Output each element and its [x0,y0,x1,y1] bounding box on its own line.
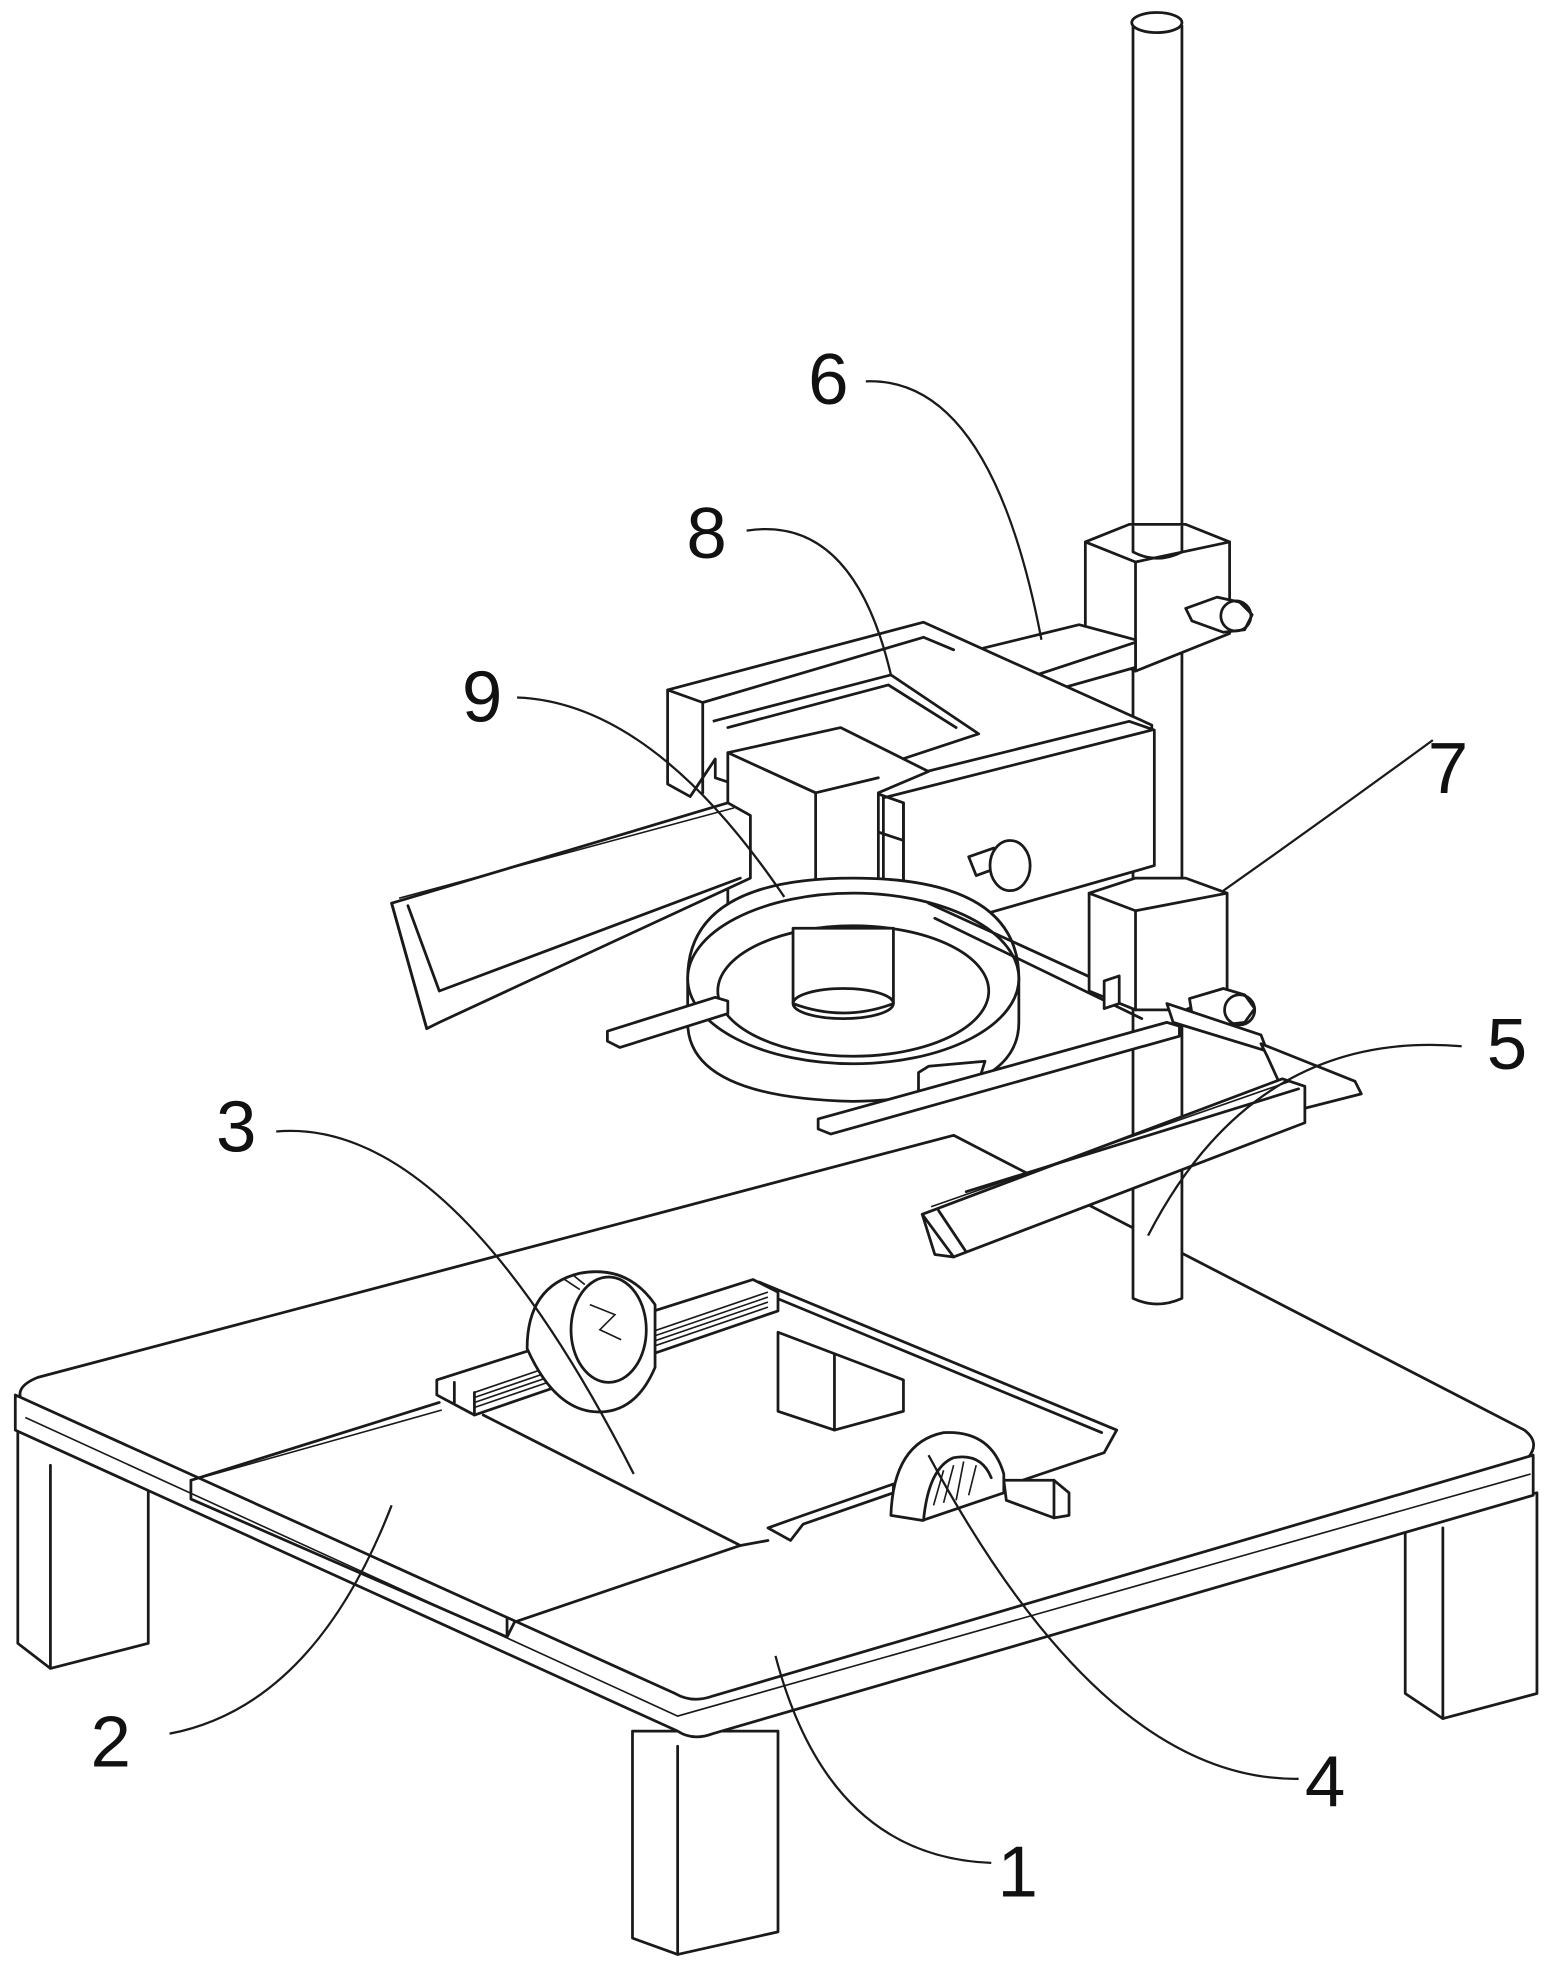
leader-8 [746,528,892,676]
table-top [13,1133,1535,1739]
table-legs [16,1428,1539,1956]
lower-clamp [1087,876,1257,1027]
callout-5: 5 [1487,1004,1527,1085]
leg-front [631,1729,780,1956]
leader-5 [1147,1043,1462,1237]
sliding-plate [189,1401,742,1639]
adjust-knob [967,839,1032,893]
callout-7: 7 [1428,728,1468,809]
leader-3 [276,1129,635,1475]
left-tray [390,801,752,1031]
leader-4 [927,1454,1299,1780]
leader-2 [169,1504,393,1735]
leader-6 [865,380,1043,640]
ring-base [686,876,1021,1103]
roller-front [889,1431,1071,1522]
roller-back [525,1270,657,1414]
callout-4: 4 [1305,1741,1345,1822]
right-tray [920,1077,1307,1259]
upper-clamp [1083,522,1254,673]
leader-lines [169,380,1462,1864]
callout-9: 9 [462,656,502,737]
frame-opening [738,1280,1119,1547]
callout-6: 6 [808,339,848,420]
leader-1 [774,1655,992,1864]
leader-7 [1222,739,1434,892]
callouts: 6 8 9 7 5 3 2 4 1 [91,339,1528,1913]
callout-1: 1 [998,1832,1038,1913]
callout-2: 2 [91,1701,131,1782]
callout-8: 8 [686,493,726,574]
callout-3: 3 [216,1087,256,1168]
leader-9 [517,696,786,898]
